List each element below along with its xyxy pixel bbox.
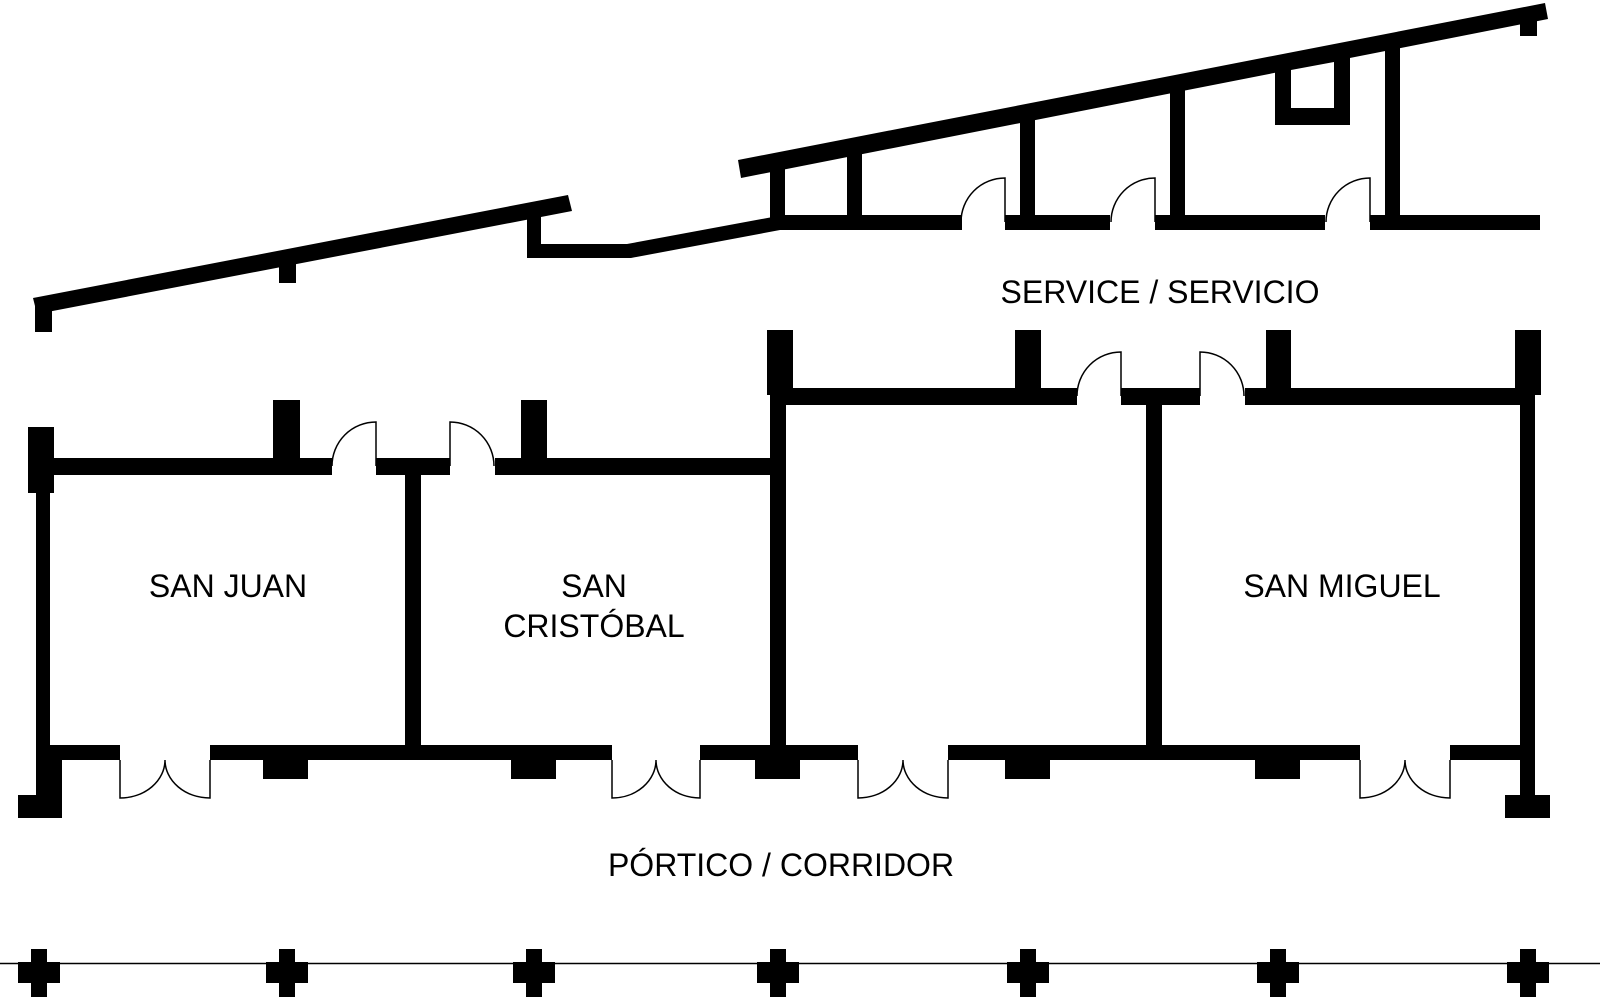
wall-base (1505, 795, 1550, 818)
wall-bottom (948, 745, 1360, 760)
right-block-walls (767, 330, 1550, 818)
colonnade-pillar (266, 949, 308, 997)
label-san-cristobal-2: CRISTÓBAL (503, 608, 684, 644)
service-wall-slant (627, 216, 780, 258)
post (1015, 330, 1041, 390)
pilaster (263, 758, 308, 779)
roof-wall-left (33, 195, 572, 314)
wall-right (1520, 395, 1535, 818)
wall-stub (279, 262, 296, 283)
wall-stub (1520, 10, 1537, 36)
left-block-walls (18, 400, 775, 818)
label-san-miguel: SAN MIGUEL (1243, 568, 1440, 604)
double-door (119, 759, 211, 799)
colonnade-pillar (1507, 949, 1549, 997)
wall-stub (35, 305, 52, 332)
door-swing (1325, 177, 1371, 223)
service-post (1385, 48, 1400, 225)
double-door (611, 759, 701, 799)
wall-bottom (50, 745, 120, 760)
service-box (1275, 56, 1350, 125)
pilaster (755, 758, 800, 779)
right-block-doors (1076, 351, 1245, 397)
label-service: SERVICE / SERVICIO (1001, 274, 1320, 310)
pilaster (1255, 758, 1300, 779)
colonnade (0, 949, 1600, 997)
wall-bottom (210, 745, 612, 760)
wall-corner (36, 760, 62, 818)
door-swing (1076, 351, 1122, 397)
door-swing (1199, 351, 1245, 397)
post (273, 400, 300, 460)
wall-left (36, 475, 50, 818)
wall-top (36, 458, 332, 475)
wall-bottom (700, 745, 858, 760)
corridor-wall (36, 745, 1525, 818)
left-block-doors (331, 421, 495, 467)
wall-bottom (1450, 745, 1525, 760)
wall-top (786, 388, 1077, 405)
door-swing (1110, 177, 1156, 223)
pilaster (511, 758, 556, 779)
corridor-double-doors (119, 759, 1451, 799)
column (1515, 330, 1541, 395)
service-wall-bottom (1155, 215, 1325, 230)
label-portico: PÓRTICO / CORRIDOR (608, 847, 954, 883)
double-door (857, 759, 949, 799)
post (521, 400, 547, 460)
service-wing-walls (33, 3, 1548, 332)
roof-wall-right (738, 3, 1548, 178)
service-wall-bottom (1370, 215, 1540, 230)
colonnade-pillar (1257, 949, 1299, 997)
double-door (1359, 759, 1451, 799)
door-swing (331, 421, 377, 467)
label-san-cristobal-1: SAN (561, 568, 627, 604)
service-post (1170, 88, 1185, 225)
wall-top (1121, 388, 1200, 405)
divider-wall (1146, 405, 1162, 755)
divider-wall (405, 475, 421, 755)
service-post (847, 150, 862, 225)
colonnade-pillar (757, 949, 799, 997)
service-wall (527, 244, 631, 258)
service-post (1020, 118, 1035, 225)
colonnade-pillar (1007, 949, 1049, 997)
service-doors (960, 177, 1371, 223)
colonnade-pillar (18, 949, 60, 997)
label-san-juan: SAN JUAN (149, 568, 307, 604)
wall-top (376, 458, 450, 475)
wall-left (770, 330, 786, 760)
door-swing (449, 421, 495, 467)
post (1266, 330, 1291, 390)
wall-top (495, 458, 775, 475)
colonnade-pillar (513, 949, 555, 997)
door-swing (960, 177, 1006, 223)
service-wall-bottom (778, 215, 962, 230)
service-wall-bottom (1005, 215, 1110, 230)
service-post (770, 165, 785, 225)
wall-top (1245, 388, 1525, 405)
pilaster (1005, 758, 1050, 779)
